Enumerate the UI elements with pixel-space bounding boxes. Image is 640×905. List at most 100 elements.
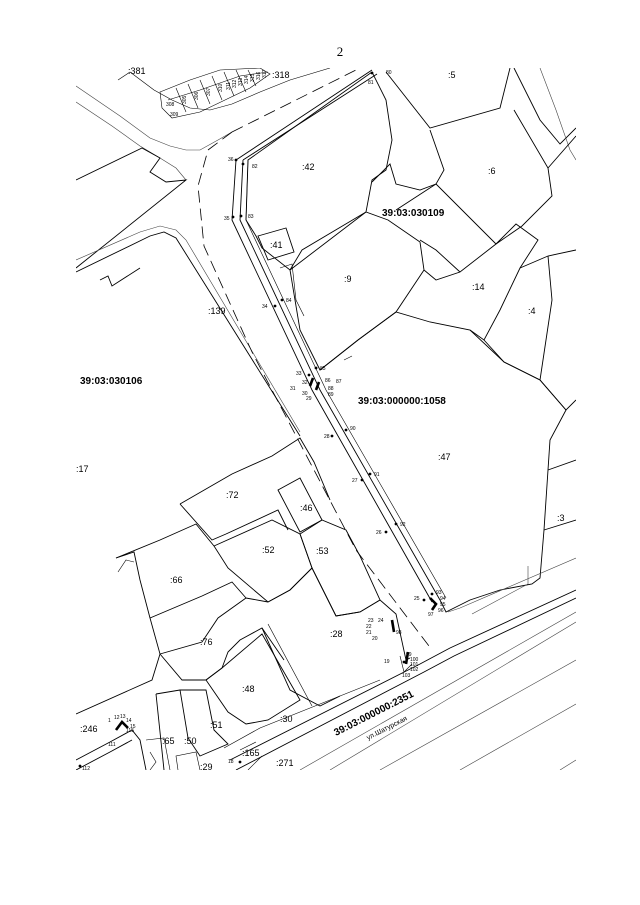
parcel-label: :42 [302, 162, 315, 172]
svg-text:86: 86 [325, 378, 331, 384]
svg-text:24: 24 [378, 618, 384, 624]
svg-text:115: 115 [126, 728, 134, 734]
parcel-label: :50 [184, 736, 197, 746]
svg-text:310: 310 [218, 83, 224, 92]
svg-text:313: 313 [238, 77, 244, 86]
svg-text:100: 100 [410, 657, 419, 663]
parcel-label: :271 [276, 758, 294, 768]
svg-text:305: 305 [182, 95, 188, 104]
svg-text:88: 88 [328, 386, 334, 392]
svg-text:102: 102 [410, 667, 419, 673]
svg-text:306: 306 [194, 91, 200, 100]
parcel-labels: :5 :6 :42 :41 :9 :14 :4 :139 :47 :17 :72… [76, 66, 565, 772]
parcel-label: :3 [557, 513, 565, 523]
parcel-label: :246 [80, 724, 98, 734]
parcel-label: :66 [170, 575, 183, 585]
svg-text:32: 32 [302, 380, 308, 386]
svg-text:312: 312 [232, 79, 238, 88]
cadastral-block-label: 39:03:030106 [80, 376, 143, 387]
svg-text:35: 35 [224, 216, 230, 222]
parcel-label: :318 [272, 70, 290, 80]
svg-text:84: 84 [286, 298, 292, 304]
svg-text:96: 96 [438, 608, 444, 614]
svg-text:28: 28 [324, 434, 330, 440]
svg-text:89: 89 [328, 392, 334, 398]
svg-text:22: 22 [366, 624, 372, 630]
parcel-label: :46 [300, 503, 313, 513]
svg-text:98: 98 [396, 630, 402, 636]
svg-text:93: 93 [436, 590, 442, 596]
svg-text:23: 23 [368, 618, 374, 624]
parcel-label: :17 [76, 464, 89, 474]
svg-text:25: 25 [414, 596, 420, 602]
parcel-label: :72 [226, 490, 239, 500]
parcel-label: :29 [200, 762, 213, 772]
svg-text:314: 314 [244, 75, 250, 84]
cadastral-parcel-label: 39:03:000000:1058 [358, 396, 446, 407]
svg-text:308: 308 [166, 102, 175, 108]
parcel-label: :4 [528, 306, 536, 316]
svg-text:85: 85 [320, 366, 326, 372]
parcel-label: :381 [128, 66, 146, 76]
svg-text:95: 95 [440, 602, 446, 608]
parcel-label: :9 [344, 274, 352, 284]
parcel-label: :47 [438, 452, 451, 462]
svg-text:19: 19 [384, 659, 390, 665]
small-lot-cluster [159, 68, 271, 119]
svg-text:316: 316 [256, 71, 262, 80]
parcel-label: :48 [242, 684, 255, 694]
svg-text:1: 1 [108, 718, 111, 724]
svg-text:15: 15 [130, 724, 136, 730]
parcel-label: :65 [162, 736, 175, 746]
parcel-label: :76 [200, 637, 213, 647]
svg-text:13: 13 [120, 714, 126, 720]
svg-text:18: 18 [228, 759, 234, 765]
svg-text:21: 21 [366, 630, 372, 636]
point-labels: 80 81 36 82 35 83 34 84 33 85 32 31 30 2… [82, 70, 446, 772]
parcel-label: :41 [270, 240, 283, 250]
svg-text:83: 83 [248, 214, 254, 220]
svg-text:33: 33 [296, 371, 302, 377]
svg-text:111: 111 [108, 742, 116, 748]
svg-text:26: 26 [376, 530, 382, 536]
parcel-label: :53 [316, 546, 329, 556]
parcel-label: :6 [488, 166, 496, 176]
svg-text:34: 34 [262, 304, 268, 310]
svg-text:27: 27 [352, 478, 358, 484]
parcel-label: :14 [472, 282, 485, 292]
svg-text:81: 81 [368, 80, 374, 86]
svg-text:307: 307 [206, 87, 212, 96]
parcel-label: :30 [280, 714, 293, 724]
svg-text:99: 99 [406, 652, 412, 658]
svg-text:101: 101 [410, 662, 419, 668]
svg-text:92: 92 [400, 522, 406, 528]
svg-text:12: 12 [114, 715, 120, 721]
survey-points [78, 71, 434, 768]
svg-text:29: 29 [306, 396, 312, 402]
parcel-label: :139 [208, 306, 226, 316]
svg-text:317: 317 [262, 69, 268, 78]
svg-text:30: 30 [302, 391, 308, 397]
block-labels: 39:03:030109 39:03:030106 39:03:000000:1… [80, 208, 446, 742]
svg-text:112: 112 [82, 766, 90, 772]
parcel-label: :52 [262, 545, 275, 555]
svg-text:82: 82 [252, 164, 258, 170]
svg-text:80: 80 [386, 70, 392, 76]
parcel-label: :5 [448, 70, 456, 80]
svg-text:97: 97 [428, 612, 434, 618]
small-lot-labels: 308 309 305 306 307 310 311 312 313 314 … [166, 69, 268, 118]
page-number: 2 [336, 44, 344, 59]
parcel-label: :51 [210, 720, 223, 730]
svg-text:309: 309 [170, 112, 179, 118]
parcel-label: :165 [242, 748, 260, 758]
svg-text:311: 311 [226, 82, 232, 90]
svg-text:14: 14 [126, 718, 132, 724]
svg-text:91: 91 [374, 472, 380, 478]
map-linework [76, 68, 576, 770]
svg-text:90: 90 [350, 426, 356, 432]
svg-text:103: 103 [402, 673, 411, 679]
svg-text:36: 36 [228, 157, 234, 163]
svg-text:31: 31 [290, 386, 296, 392]
svg-text:20: 20 [372, 636, 378, 642]
